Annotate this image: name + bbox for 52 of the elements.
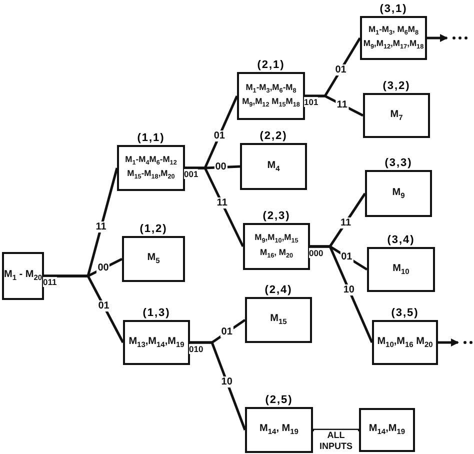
edge-label: 11 bbox=[339, 217, 352, 228]
state-text: M$_{10}$ bbox=[392, 262, 410, 278]
edge-label: 01 bbox=[212, 130, 226, 142]
state-text: M$_{4}$ bbox=[266, 158, 281, 174]
output-code: 000 bbox=[309, 248, 324, 258]
state-label: (1,3) bbox=[142, 307, 170, 320]
state-label: (2,2) bbox=[260, 130, 288, 143]
edge-label: 01 bbox=[334, 64, 348, 76]
state-label: (2,3) bbox=[262, 210, 290, 223]
state-text: M$_{15}$ bbox=[269, 312, 288, 328]
state-label: (1,2) bbox=[140, 223, 168, 236]
state-text: M$_{13}$,M$_{14}$,M$_{19}$ bbox=[128, 334, 186, 350]
output-code: 001 bbox=[184, 169, 198, 179]
state-text: M$_{7}$ bbox=[389, 108, 404, 124]
edge-label: 10 bbox=[342, 284, 356, 296]
edge-label: 11 bbox=[216, 198, 228, 209]
state-text: M$_{1}$-M$_{3}$,M$_{6}$-M$_{8}$ M$_{9}$,M$_{12}$ M$_{15}$M$_{18}$ bbox=[241, 82, 301, 110]
state-label: (3,4) bbox=[387, 234, 415, 247]
branch-line bbox=[190, 341, 246, 430]
branch-line bbox=[185, 166, 244, 248]
state-text: M$_{14}$,M$_{19}$ bbox=[368, 422, 406, 438]
state-text: M$_{1}$ - M$_{20}$ bbox=[2, 268, 43, 284]
edge-label: 01 bbox=[220, 326, 234, 338]
state-label: (3,2) bbox=[382, 80, 410, 93]
state-label: (3,3) bbox=[384, 157, 412, 170]
edge-label: 11 bbox=[94, 222, 108, 233]
state-text: M$_{1}$-M$_{4}$M$_{6}$-M$_{12}$ M$_{15}$-M$_{18}$,M$_{20}$ bbox=[124, 154, 178, 182]
branch-line bbox=[44, 274, 124, 344]
edge-label: 00 bbox=[214, 162, 228, 173]
edge-label: 01 bbox=[97, 300, 110, 312]
state-text: M$_{10}$,M$_{16}$ M$_{20}$ bbox=[376, 334, 434, 350]
output-code: 101 bbox=[304, 97, 318, 107]
state-label: (2,5) bbox=[265, 394, 293, 407]
edge-label: 10 bbox=[220, 376, 234, 388]
state-text: M$_{5}$ bbox=[146, 251, 161, 267]
output-code: 010 bbox=[189, 344, 204, 354]
state-label: (1,1) bbox=[137, 132, 165, 145]
branch-line bbox=[313, 428, 359, 432]
branch-line bbox=[310, 245, 374, 343]
state-text: M$_{1}$-M$_{3}$, M$_{6}$M$_{8}$ M$_{9}$,M$_{12}$,M$_{17}$,M$_{18}$ bbox=[362, 24, 425, 52]
state-text: M$_{14}$, M$_{19}$ bbox=[258, 422, 300, 438]
state-label: (2,1) bbox=[257, 59, 285, 72]
edge-label: 01 bbox=[340, 251, 354, 262]
state-label: (3,1) bbox=[380, 3, 408, 16]
edge-label: 11 bbox=[336, 99, 348, 110]
output-code: 011 bbox=[43, 277, 57, 287]
edge-label: ALL INPUTS bbox=[314, 430, 358, 452]
state-label: (2,4) bbox=[264, 284, 292, 297]
state-label: (3,5) bbox=[391, 307, 419, 320]
state-text: M$_{9}$,M$_{10}$,M$_{15}$ M$_{16}$, M$_{20}$ bbox=[254, 232, 300, 261]
edge-label: 00 bbox=[96, 262, 110, 274]
state-text: M$_{9}$ bbox=[391, 186, 406, 202]
